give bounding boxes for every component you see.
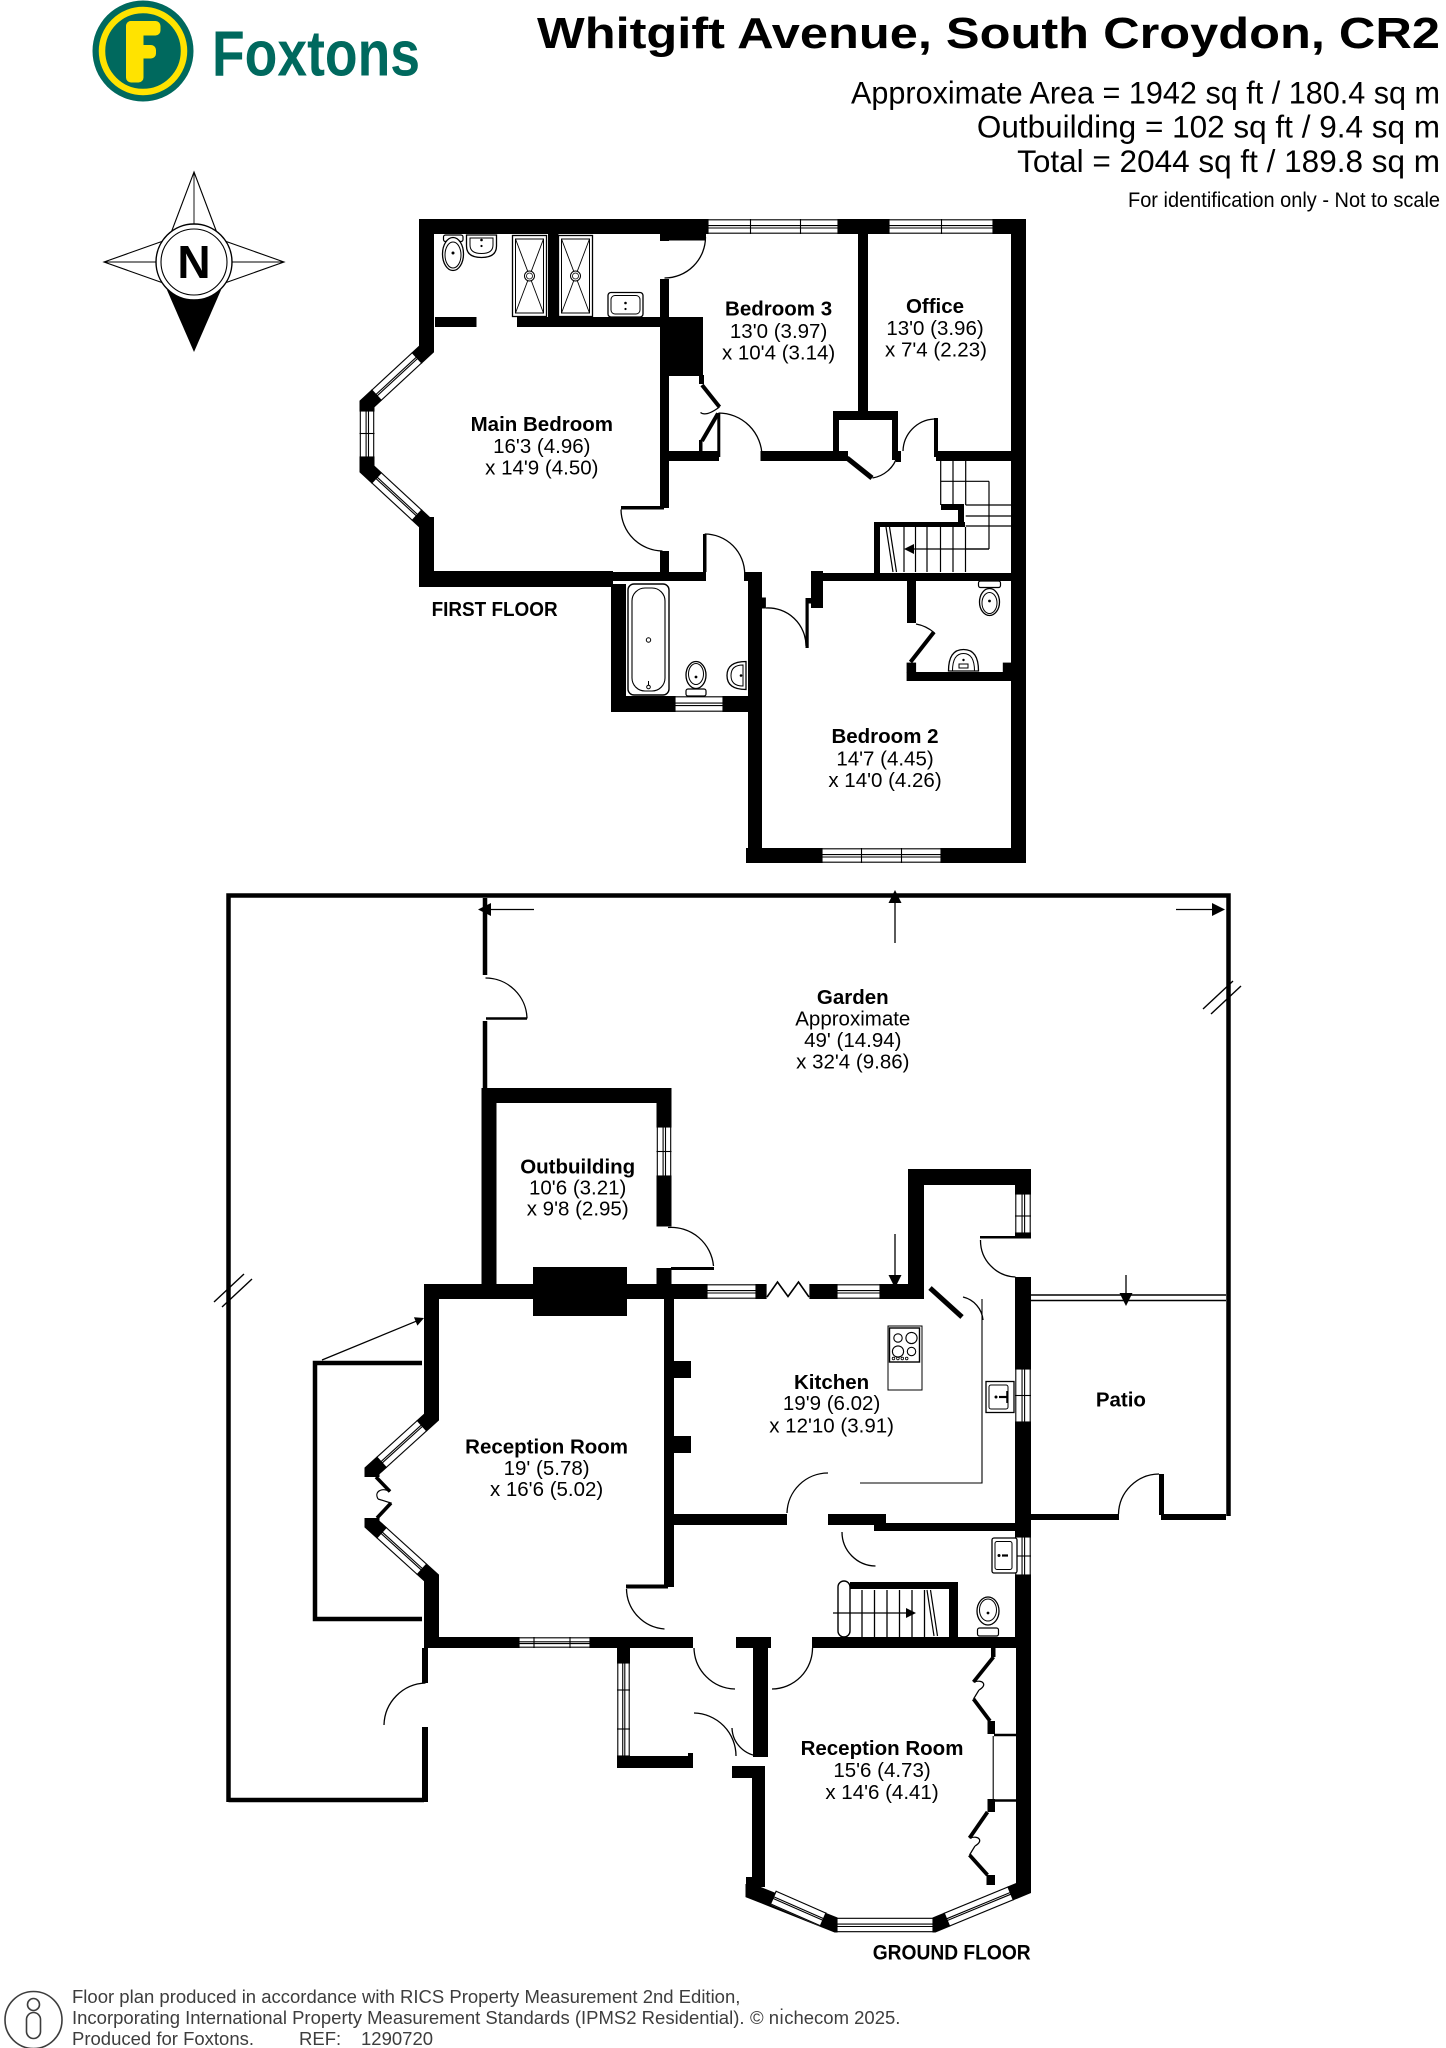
svg-text:19' (5.78): 19' (5.78) — [504, 1457, 590, 1480]
svg-text:Kitchen: Kitchen — [794, 1371, 869, 1394]
svg-text:x 9'8 (2.95): x 9'8 (2.95) — [527, 1198, 629, 1221]
svg-text:Office: Office — [906, 295, 964, 318]
svg-text:15'6 (4.73): 15'6 (4.73) — [833, 1759, 930, 1782]
svg-text:x 16'6 (5.02): x 16'6 (5.02) — [490, 1478, 603, 1501]
svg-text:Garden: Garden — [817, 986, 889, 1009]
svg-text:x 12'10 (3.91): x 12'10 (3.91) — [769, 1415, 894, 1438]
svg-text:For identification only - Not: For identification only - Not to scale — [1128, 189, 1440, 212]
svg-text:Foxtons: Foxtons — [212, 18, 420, 90]
svg-text:Patio: Patio — [1096, 1389, 1146, 1412]
svg-text:Total = 2044 sq ft / 189.8 sq: Total = 2044 sq ft / 189.8 sq m — [1017, 143, 1440, 179]
svg-text:GROUND FLOOR: GROUND FLOOR — [873, 1942, 1031, 1965]
svg-text:14'7 (4.45): 14'7 (4.45) — [836, 748, 933, 771]
svg-text:10'6 (3.21): 10'6 (3.21) — [529, 1177, 626, 1200]
svg-text:REF:: REF: — [299, 2028, 341, 2048]
svg-text:Produced for Foxtons.: Produced for Foxtons. — [72, 2028, 254, 2048]
svg-text:1290720: 1290720 — [361, 2028, 433, 2048]
svg-text:Main Bedroom: Main Bedroom — [471, 413, 613, 436]
svg-text:FIRST FLOOR: FIRST FLOOR — [432, 598, 558, 621]
svg-text:Bedroom 3: Bedroom 3 — [725, 298, 832, 321]
svg-text:Approximate: Approximate — [795, 1008, 910, 1031]
svg-text:x 14'0 (4.26): x 14'0 (4.26) — [828, 769, 941, 792]
svg-text:Reception Room: Reception Room — [801, 1737, 964, 1760]
svg-text:x 14'6 (4.41): x 14'6 (4.41) — [825, 1781, 938, 1804]
svg-text:x 7'4 (2.23): x 7'4 (2.23) — [885, 339, 987, 362]
svg-text:49' (14.94): 49' (14.94) — [804, 1029, 901, 1052]
svg-text:Approximate Area = 1942 sq ft: Approximate Area = 1942 sq ft / 180.4 sq… — [851, 75, 1440, 111]
svg-text:Outbuilding: Outbuilding — [520, 1156, 635, 1179]
svg-text:19'9 (6.02): 19'9 (6.02) — [783, 1392, 880, 1415]
svg-text:© nı̇checom 2025.: © nı̇checom 2025. — [750, 2007, 900, 2028]
svg-text:Bedroom 2: Bedroom 2 — [831, 725, 938, 748]
svg-text:Whitgift Avenue, South Croydon: Whitgift Avenue, South Croydon, CR2 — [537, 9, 1440, 58]
svg-text:13'0 (3.97): 13'0 (3.97) — [730, 320, 827, 343]
svg-text:Outbuilding = 102 sq ft / 9.4: Outbuilding = 102 sq ft / 9.4 sq m — [977, 109, 1440, 145]
svg-text:x 10'4 (3.14): x 10'4 (3.14) — [722, 342, 835, 365]
svg-text:16'3 (4.96): 16'3 (4.96) — [493, 435, 590, 458]
svg-text:Reception Room: Reception Room — [465, 1436, 628, 1459]
svg-text:Incorporating International Pr: Incorporating International Property Mea… — [72, 2007, 745, 2028]
svg-text:x 14'9 (4.50): x 14'9 (4.50) — [485, 457, 598, 480]
svg-text:13'0 (3.96): 13'0 (3.96) — [886, 317, 983, 340]
svg-text:x 32'4 (9.86): x 32'4 (9.86) — [796, 1051, 909, 1074]
svg-text:N: N — [177, 236, 210, 288]
svg-text:Floor plan produced in accorda: Floor plan produced in accordance with R… — [72, 1986, 740, 2007]
